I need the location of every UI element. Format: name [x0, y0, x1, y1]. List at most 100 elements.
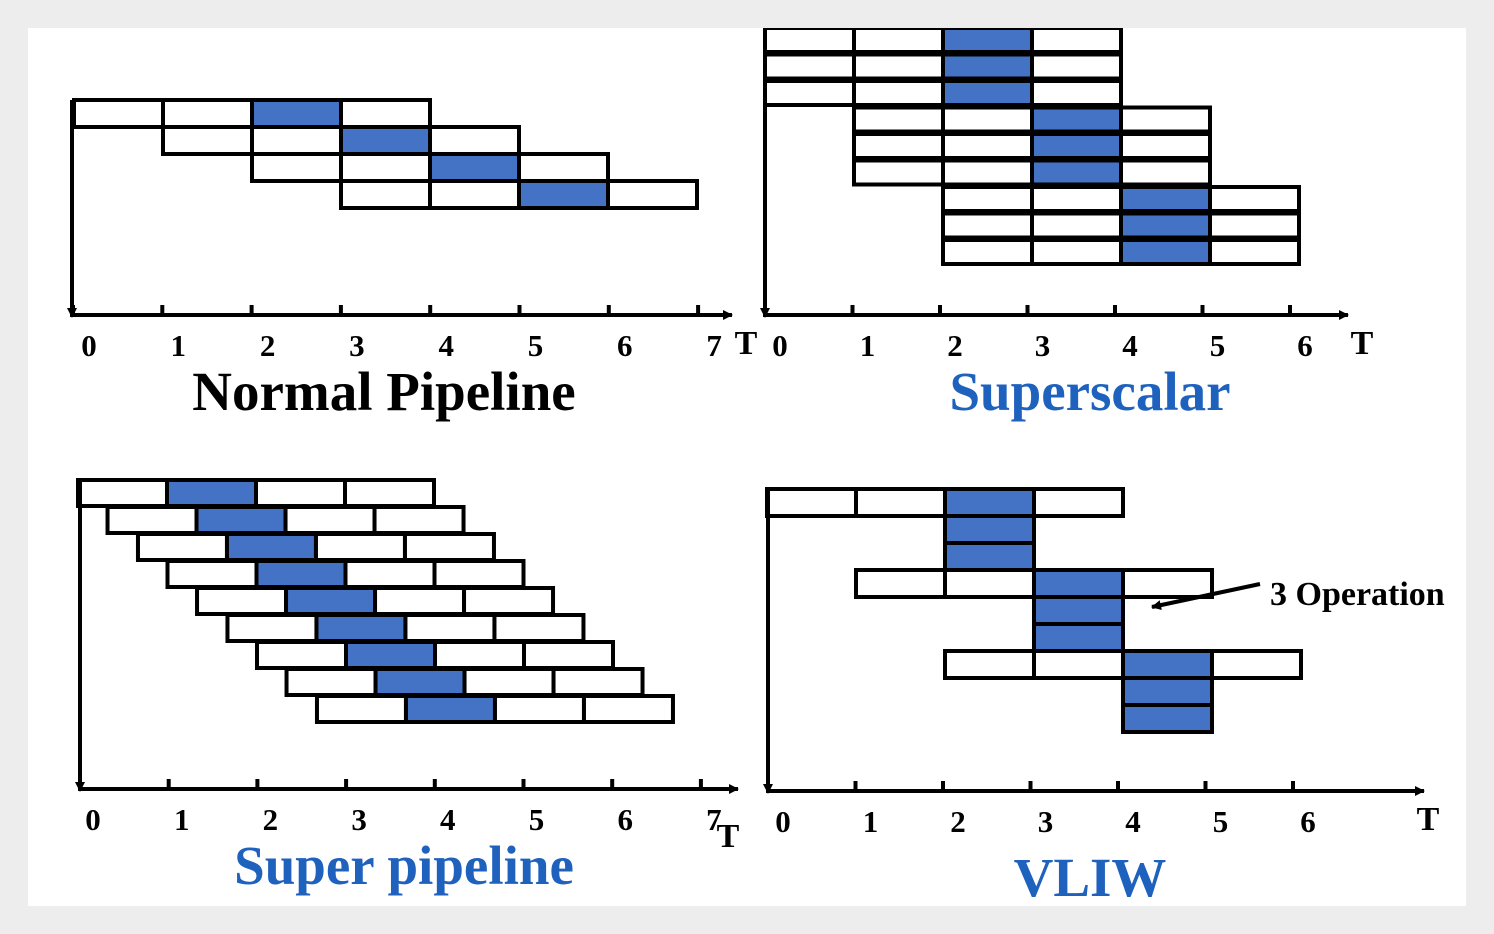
stage-cell — [763, 52, 856, 81]
stage-cell — [492, 613, 586, 643]
stage-cell — [250, 152, 343, 183]
operation-cell-highlighted — [1032, 595, 1125, 626]
stage-cell — [1032, 487, 1125, 518]
stage-cell — [852, 158, 945, 187]
stage-cell — [428, 179, 521, 210]
time-axis-label: T — [1351, 325, 1374, 362]
instruction-bar — [250, 152, 610, 183]
stage-cell — [343, 478, 436, 508]
stage-cell — [283, 505, 377, 535]
stage-cell — [135, 532, 229, 562]
stage-cell — [462, 586, 556, 616]
instruction-bar — [941, 211, 1301, 240]
tick-label: 4 — [438, 328, 454, 363]
tick-label: 5 — [528, 328, 544, 363]
stage-cell-highlighted — [373, 667, 467, 697]
stage-cell — [1032, 649, 1125, 680]
stage-cell — [339, 152, 432, 183]
stage-cell — [492, 694, 586, 724]
stage-cell — [402, 532, 496, 562]
stage-cell — [854, 487, 947, 518]
stage-cell — [1119, 105, 1212, 134]
operation-cell-highlighted — [1121, 703, 1214, 734]
stage-cell — [195, 586, 289, 616]
time-axis-label: T — [735, 325, 758, 362]
stage-cell — [433, 640, 526, 670]
instruction-bar — [763, 52, 1123, 81]
instruction-bar — [852, 105, 1212, 134]
stage-cell — [1030, 185, 1123, 213]
instruction-bar — [105, 505, 466, 535]
stage-cell — [339, 179, 432, 210]
stage-cell — [462, 667, 556, 697]
tick-label: 0 — [775, 804, 791, 839]
stage-cell-highlighted — [165, 478, 258, 508]
operation-cell-highlighted — [1032, 622, 1125, 653]
stage-cell — [852, 79, 945, 107]
tick-label: 6 — [1297, 328, 1313, 363]
instruction-bar — [314, 694, 675, 724]
stage-cell — [339, 98, 432, 129]
stage-cell — [941, 132, 1034, 160]
instruction-bar — [195, 586, 556, 616]
tick-label: 3 — [349, 328, 365, 363]
tick-label: 0 — [772, 328, 788, 363]
stage-cell-highlighted — [344, 640, 437, 670]
stage-cell — [1208, 185, 1301, 213]
tick-label: 4 — [440, 802, 456, 837]
stage-cell — [854, 568, 947, 599]
stage-cell — [428, 125, 521, 156]
tick-label: 3 — [1038, 804, 1054, 839]
stage-cell-highlighted — [194, 505, 288, 535]
time-axis-label: T — [1417, 801, 1440, 838]
stage-cell — [1119, 158, 1212, 187]
tick-label: 1 — [174, 802, 190, 837]
tick-label: 3 — [351, 802, 367, 837]
stage-cell-highlighted — [339, 125, 432, 156]
stage-cell — [943, 568, 1036, 599]
stage-cell — [165, 559, 259, 589]
instruction-bar — [943, 649, 1303, 734]
stage-cell — [254, 478, 347, 508]
stage-cell-highlighted — [1030, 105, 1123, 134]
stage-cell-highlighted — [254, 559, 348, 589]
stage-cell — [763, 28, 856, 54]
stage-cell — [852, 52, 945, 81]
tick-label: 5 — [1213, 804, 1229, 839]
instruction-bar — [765, 487, 1125, 572]
stage-cell — [941, 158, 1034, 187]
panel-title: VLIW — [1014, 847, 1167, 906]
instruction-bar — [255, 640, 615, 670]
stage-cell-highlighted — [428, 152, 521, 183]
stage-cell — [225, 613, 319, 643]
tick-label: 7 — [706, 802, 722, 837]
stage-cell — [943, 649, 1036, 680]
stage-cell — [105, 505, 199, 535]
stage-cell — [941, 105, 1034, 134]
stage-cell — [1030, 52, 1123, 81]
stage-cell — [1030, 28, 1123, 54]
annotation-label: 3 Operation — [1270, 576, 1445, 613]
stage-cell — [432, 559, 526, 589]
tick-label: 7 — [706, 328, 722, 363]
operation-cell-highlighted — [943, 541, 1036, 572]
tick-label: 4 — [1125, 804, 1141, 839]
stage-cell-highlighted — [284, 586, 378, 616]
tick-label: 6 — [1300, 804, 1316, 839]
stage-cell — [1208, 211, 1301, 240]
tick-label: 1 — [171, 328, 187, 363]
stage-cell — [314, 694, 408, 724]
stage-cell — [343, 559, 437, 589]
tick-label: 6 — [617, 802, 633, 837]
operation-cell-highlighted — [1121, 676, 1214, 707]
tick-label: 0 — [81, 328, 97, 363]
stage-cell — [763, 79, 856, 107]
tick-label: 6 — [617, 328, 633, 363]
tick-label: 0 — [85, 802, 101, 837]
stage-cell-highlighted — [941, 52, 1034, 81]
tick-label: 5 — [529, 802, 545, 837]
